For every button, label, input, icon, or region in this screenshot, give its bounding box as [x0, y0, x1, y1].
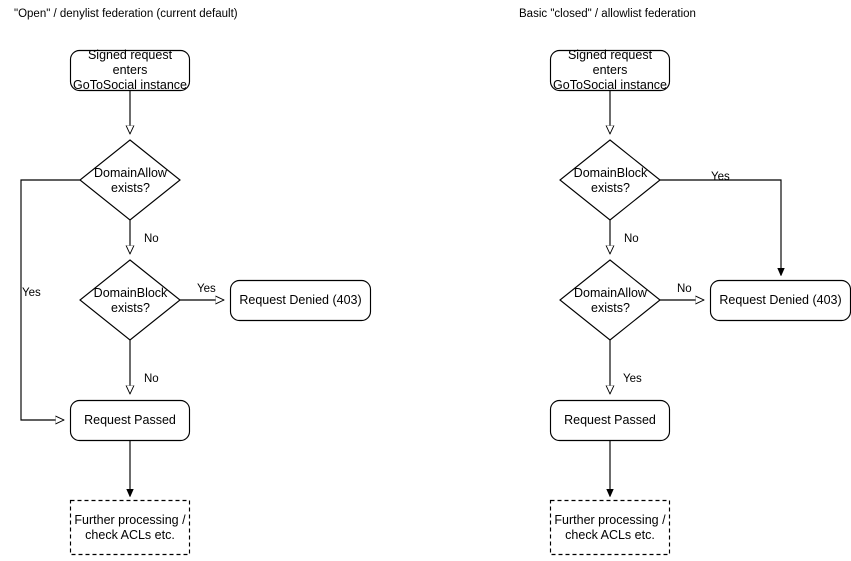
- edge-allow-yes: [20, 179, 80, 420]
- node-further-left: [69, 499, 191, 556]
- node-passed-right: [549, 399, 671, 442]
- edge-label-block-no-right: No: [624, 233, 639, 245]
- node-start-left: [69, 49, 191, 92]
- edge-label-allow-no-left: No: [144, 233, 159, 245]
- node-passed-left: [69, 399, 191, 442]
- node-decision-domainblock-right: [559, 139, 661, 221]
- edge-label-allow-no-right: No: [677, 283, 692, 295]
- edge-label-allow-yes-left: Yes: [22, 287, 41, 299]
- edge-block-yes-right: [660, 179, 781, 275]
- edge-label-allow-yes-right: Yes: [623, 373, 642, 385]
- node-denied-right: [709, 279, 851, 322]
- node-decision-domainallow-left: [79, 139, 181, 221]
- diagram-title-closed-allowlist: Basic "closed" / allowlist federation: [519, 8, 696, 20]
- node-further-right: [549, 499, 671, 556]
- node-start-right: [549, 49, 671, 92]
- diagram-title-open-denylist: "Open" / denylist federation (current de…: [14, 8, 238, 20]
- edge-label-block-yes-right: Yes: [711, 171, 730, 183]
- edge-label-block-yes-left: Yes: [197, 283, 216, 295]
- node-decision-domainallow-right: [559, 259, 661, 341]
- node-denied-left: [229, 279, 372, 322]
- edge-label-block-no-left: No: [144, 373, 159, 385]
- node-decision-domainblock-left: [79, 259, 181, 341]
